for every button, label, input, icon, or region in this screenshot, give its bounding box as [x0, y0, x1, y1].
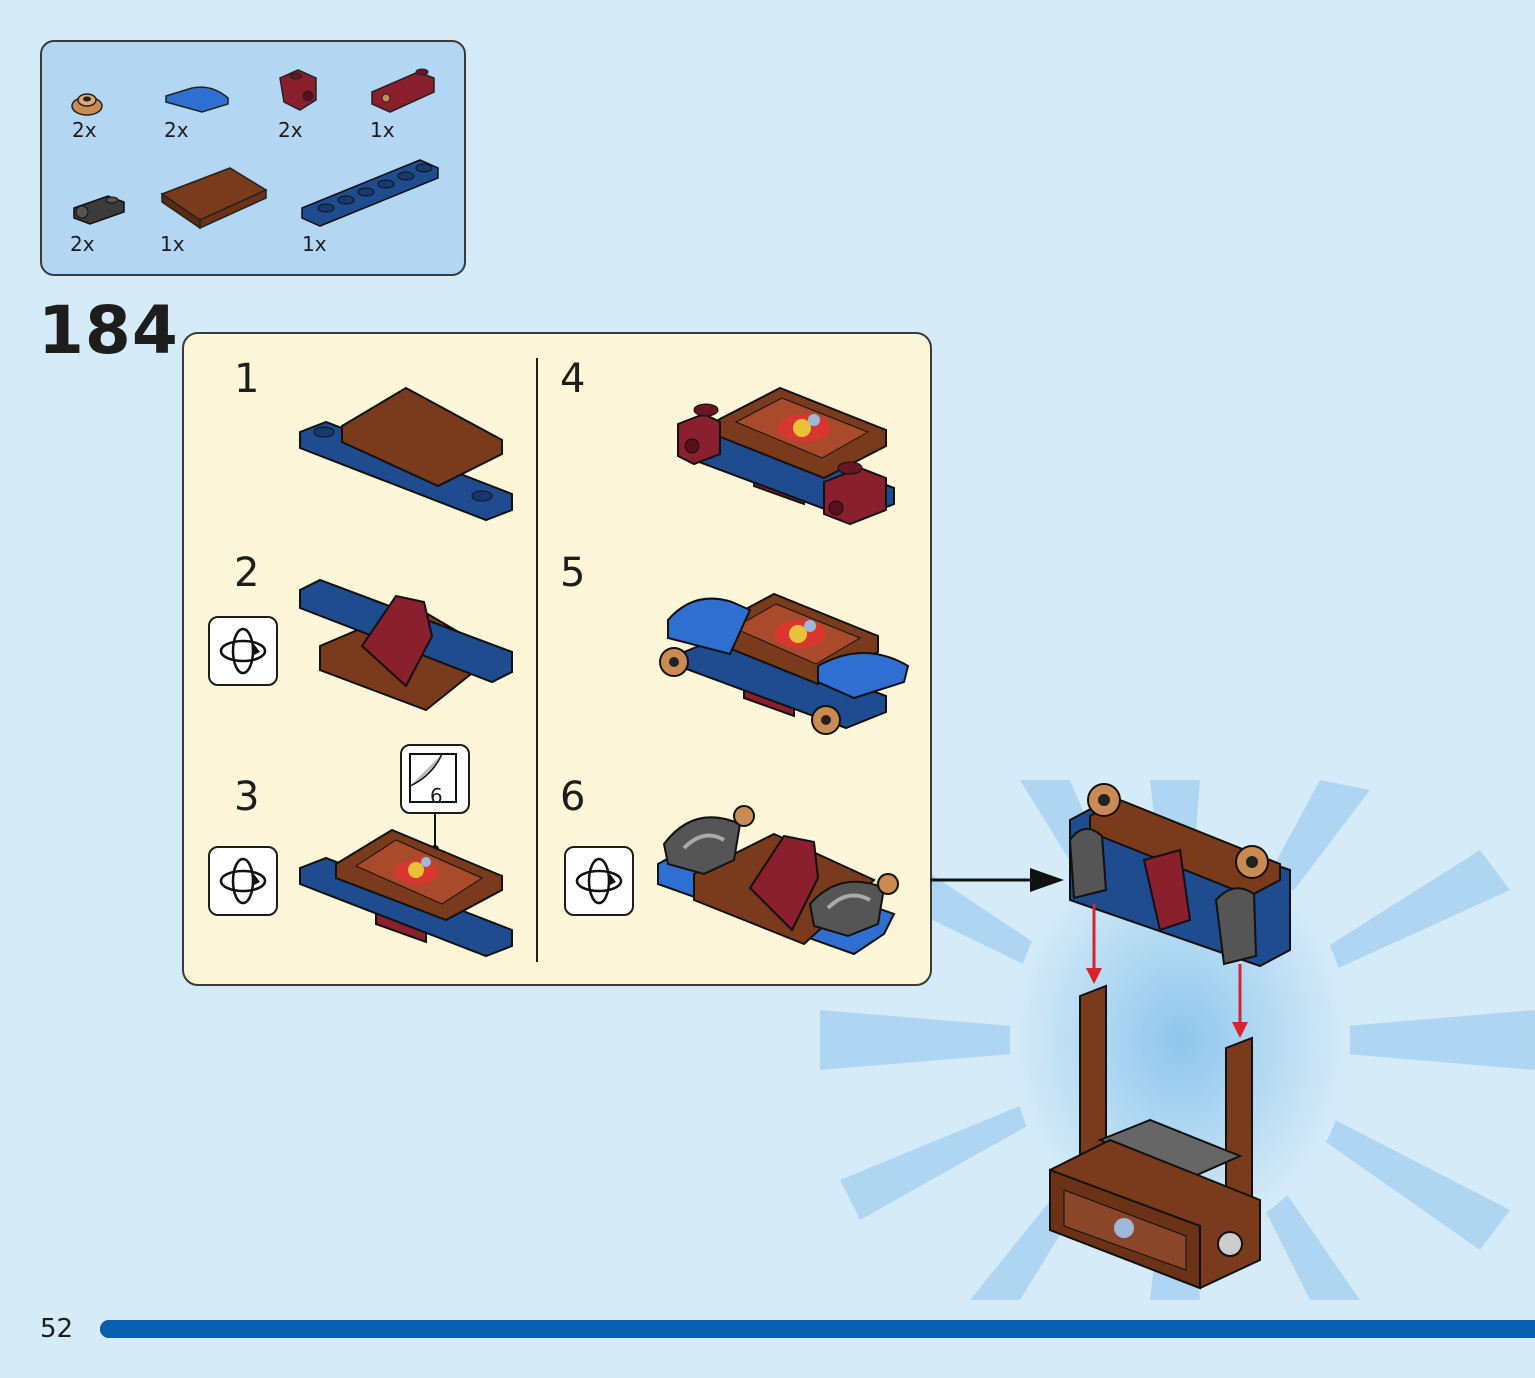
- attach-arrow: [930, 868, 1064, 892]
- part-qty-4: 1x: [370, 118, 395, 142]
- part-qty-6: 1x: [160, 232, 185, 256]
- darkred-bracket-plate-icon: [371, 68, 435, 113]
- substep-4-image: [677, 386, 895, 526]
- black-clip-plate-icon: [73, 195, 125, 225]
- darkred-bracket-icon: [279, 69, 317, 111]
- rotate-model-icon: [208, 616, 278, 686]
- part-qty-5: 2x: [70, 232, 95, 256]
- blue-curved-slope-icon: [165, 86, 229, 113]
- substep-6-image: [657, 805, 899, 956]
- substep-number-2: 2: [234, 550, 260, 596]
- substep-1-image: [299, 386, 513, 522]
- sticker-icon: [409, 753, 457, 803]
- sticker-callout: 6: [400, 744, 470, 814]
- substep-number-4: 4: [560, 356, 586, 402]
- substep-5-image: [659, 592, 910, 735]
- substep-2-image: [299, 578, 513, 712]
- page-number: 52: [40, 1314, 74, 1344]
- rotate-model-icon: [208, 846, 278, 916]
- part-qty-2: 2x: [164, 118, 189, 142]
- darkblue-plate-1x6-icon: [301, 159, 439, 227]
- brown-tile-icon: [160, 167, 268, 230]
- round-tan-plate-icon: [71, 93, 103, 116]
- parts-list-box: 2x 2x 2x 1x 2x 1x 1x: [40, 40, 466, 276]
- main-model-image: [1049, 783, 1291, 1290]
- substep-number-5: 5: [560, 550, 586, 596]
- sticker-number: 6: [430, 784, 443, 808]
- progress-bar-fill: [100, 1320, 1535, 1338]
- part-qty-1: 2x: [72, 118, 97, 142]
- substep-panel: 1 2 3 4 5 6 6: [182, 332, 932, 986]
- substep-number-3: 3: [234, 774, 260, 820]
- progress-bar: [100, 1320, 1535, 1338]
- substep-number-6: 6: [560, 774, 586, 820]
- panel-divider: [536, 358, 538, 962]
- step-number: 184: [38, 292, 179, 369]
- substep-3-image: [299, 828, 513, 958]
- part-qty-7: 1x: [302, 232, 327, 256]
- substep-number-1: 1: [234, 356, 260, 402]
- part-qty-3: 2x: [278, 118, 303, 142]
- rotate-model-icon: [564, 846, 634, 916]
